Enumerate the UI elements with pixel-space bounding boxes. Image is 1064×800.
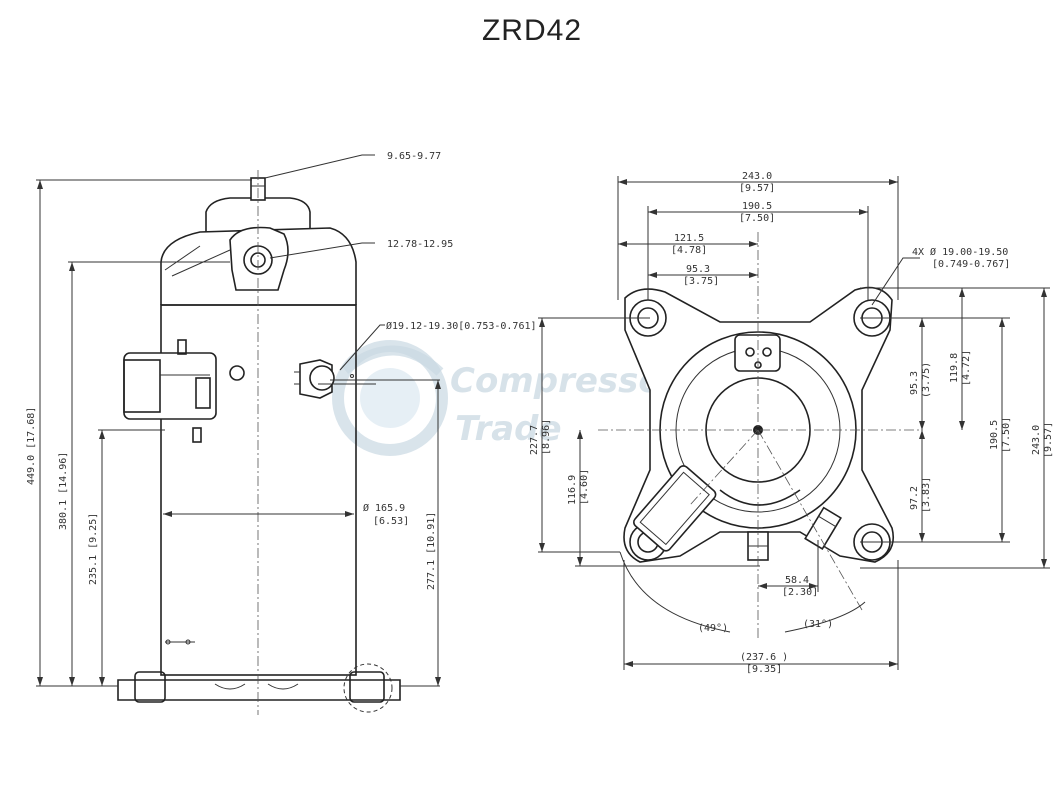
drawing-title: ZRD42	[481, 14, 583, 47]
label-fitting-suction: 12.78-12.95	[387, 239, 453, 250]
label-fitting-top: 9.65-9.77	[387, 151, 441, 162]
label-bottom-2: (237.6 )	[740, 652, 788, 663]
label-right-1: 95.3	[909, 371, 920, 395]
label-bottom-1: 58.4	[785, 575, 809, 586]
label-bottom-1-in: [2.30]	[782, 587, 818, 598]
label-right-4: 243.0	[1031, 425, 1042, 455]
label-right-3-in: [7.50]	[1001, 417, 1012, 453]
label-width-2: 190.5	[742, 201, 772, 212]
label-bottom-2-in: [9.35]	[746, 664, 782, 675]
label-width-2-in: [7.50]	[739, 213, 775, 224]
label-right-1-in: (3.75)	[921, 362, 932, 398]
side-view: 9.65-9.77 12.78-12.95 Ø19.12-19.30[0.753…	[26, 151, 537, 715]
discharge-stub-top	[804, 506, 842, 550]
label-left-1: 227.7	[529, 425, 540, 455]
top-bracket	[734, 334, 781, 372]
sight-port	[229, 365, 245, 381]
terminal-box-top	[633, 465, 717, 552]
label-holes-1: 4X Ø 19.00-19.50	[912, 246, 1008, 258]
label-left-1-in: [8.96]	[541, 419, 552, 455]
label-height-total: 449.0 [17.68]	[26, 407, 37, 485]
top-view: 243.0 [9.57] 190.5 [7.50] 121.5 [4.78] 9…	[529, 171, 1054, 675]
label-left-2: 116.9	[567, 475, 578, 505]
label-width-4-in: [3.75]	[683, 276, 719, 287]
label-diameter-2: [6.53]	[373, 516, 409, 527]
label-right-2: 119.8	[949, 353, 960, 383]
label-right-3: 190.5	[989, 420, 1000, 450]
label-height-2: 380.1 [14.96]	[58, 452, 69, 530]
label-width-4: 95.3	[686, 264, 710, 275]
label-right-5-in: [3.83]	[921, 477, 932, 513]
label-left-2-in: [4.60]	[579, 469, 590, 505]
base-plate	[117, 679, 401, 701]
label-fitting-discharge: Ø19.12-19.30[0.753-0.761]	[386, 320, 537, 332]
label-diameter-1: Ø 165.9	[363, 502, 405, 514]
label-width-3: 121.5	[674, 233, 704, 244]
label-holes-2: [0.749-0.767]	[932, 259, 1010, 270]
label-width-3-in: [4.78]	[671, 245, 707, 256]
watermark: Compressor Trade	[332, 340, 681, 456]
label-right-5: 97.2	[909, 486, 920, 510]
label-width-1: 243.0	[742, 171, 772, 182]
label-angle-1: (49°)	[698, 623, 728, 634]
label-height-3: 235.1 [9.25]	[88, 513, 99, 585]
watermark-line2: Trade	[455, 409, 562, 449]
label-right-2-in: [4.72]	[961, 350, 972, 386]
label-angle-2: (31°)	[803, 619, 833, 630]
label-height-4: 277.1 [10.91]	[426, 512, 437, 590]
label-width-1-in: [9.57]	[739, 183, 775, 194]
label-right-4-in: [9.57]	[1043, 422, 1054, 458]
terminal-box	[123, 352, 217, 420]
